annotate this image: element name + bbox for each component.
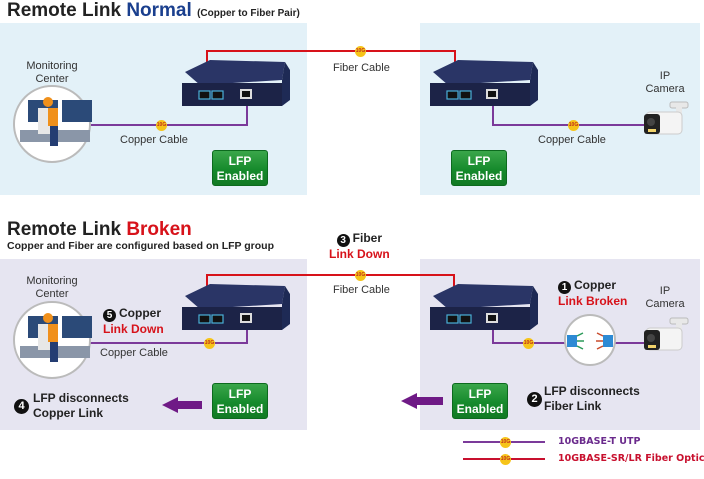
step-number-icon: 3 [336, 234, 350, 247]
converter-device-normal-left [182, 60, 290, 106]
normal-copper-cable-left [90, 98, 248, 126]
arrow-left-icon-bottom-left [162, 397, 202, 413]
ip-camera-icon-broken [644, 317, 689, 351]
legend-fiber-label: 10GBASE-SR/LR Fiber Optic [558, 453, 704, 464]
step-4-lfp-disconnects-copper: 4 LFP disconnects Copper Link [14, 391, 129, 421]
badge-10g-normal-fiber: 10G [355, 46, 366, 57]
copper-cable-label-normal-left: Copper Cable [120, 134, 188, 146]
monitoring-center-icon-broken [13, 301, 92, 379]
arrow-left-icon-bottom-right [401, 393, 443, 409]
copper-cable-label-broken-left: Copper Cable [100, 347, 168, 359]
copper-cable-label-normal-right: Copper Cable [538, 134, 606, 146]
step-number-icon: 5 [103, 309, 116, 322]
legend-badge-fiber: 10G [500, 454, 511, 465]
ip-camera-label-normal: IP Camera [645, 70, 685, 95]
step-number-icon: 1 [558, 281, 571, 294]
monitoring-center-label-normal: Monitoring Center [26, 60, 78, 85]
ip-camera-label-broken: IP Camera [645, 285, 685, 310]
converter-device-broken-left [182, 284, 290, 330]
ip-camera-icon-normal [644, 101, 689, 135]
broken-title-highlight: Broken [126, 219, 192, 240]
badge-10g-broken-copper-right: 10G [523, 338, 534, 349]
legend-utp-label: 10GBASE-T UTP [558, 436, 641, 447]
broken-subtitle: Copper and Fiber are configured based on… [7, 240, 274, 252]
badge-10g-broken-fiber: 10G [355, 270, 366, 281]
lfp-enabled-badge-normal-left: LFP Enabled [212, 150, 268, 186]
legend-badge-utp: 10G [500, 437, 511, 448]
badge-10g-normal-copper-left: 10G [156, 120, 167, 131]
lfp-enabled-badge-broken-right: LFP Enabled [452, 383, 508, 419]
step-number-icon: 4 [14, 399, 29, 414]
converter-device-normal-right [430, 60, 538, 106]
normal-copper-cable-right [492, 98, 645, 126]
fiber-cable-label-normal: Fiber Cable [333, 62, 390, 74]
monitoring-center-icon-normal [13, 85, 92, 163]
converter-device-broken-right [430, 284, 538, 330]
normal-title: Remote Link Normal (Copper to Fiber Pair… [7, 0, 300, 21]
lfp-enabled-badge-broken-left: LFP Enabled [212, 383, 268, 419]
monitoring-center-label-broken: Monitoring Center [26, 275, 78, 300]
normal-title-note: (Copper to Fiber Pair) [197, 8, 300, 19]
step-2-lfp-disconnects-fiber: 2 LFP disconnects Fiber Link [527, 384, 640, 414]
lfp-enabled-badge-normal-right: LFP Enabled [451, 150, 507, 186]
broken-title: Remote Link Broken [7, 219, 192, 240]
step-number-icon: 2 [527, 392, 542, 407]
badge-10g-normal-copper-right: 10G [568, 120, 579, 131]
normal-title-highlight: Normal [126, 0, 192, 21]
badge-10g-broken-copper-left: 10G [204, 338, 215, 349]
broken-cable-connector-icon [564, 314, 616, 366]
fiber-cable-label-broken: Fiber Cable [333, 284, 390, 296]
